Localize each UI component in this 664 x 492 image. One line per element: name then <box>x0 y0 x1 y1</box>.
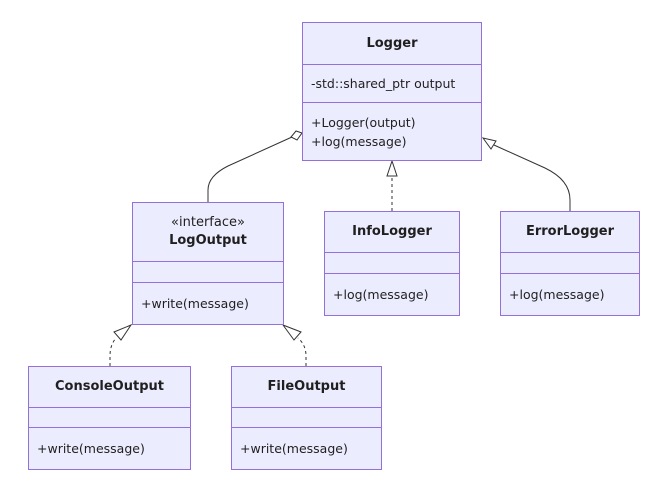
class-box-errorlogger: ErrorLogger +log(message) <box>500 211 640 316</box>
class-name-errorlogger: ErrorLogger <box>525 224 615 239</box>
stereotype-interface: «interface» <box>171 215 245 230</box>
attributes-section-empty <box>133 261 283 282</box>
method-errorlogger-log: +log(message) <box>509 287 605 302</box>
inheritance-arrow-marker-info <box>386 159 398 177</box>
edge-errorlogger-logger <box>493 144 571 211</box>
class-box-logoutput: «interface» LogOutput +write(message) <box>132 202 284 325</box>
method-logoutput-write: +write(message) <box>141 296 249 311</box>
class-name-logoutput: LogOutput <box>169 233 247 248</box>
attributes-section-empty <box>232 407 381 427</box>
attributes-section-empty <box>29 407 190 427</box>
class-box-logger: Logger -std::shared_ptr output +Logger(o… <box>302 22 482 161</box>
attribute-logger-output: -std::shared_ptr output <box>311 76 456 91</box>
class-name-consoleoutput: ConsoleOutput <box>55 379 164 394</box>
edge-logoutput-logger <box>207 136 293 202</box>
class-box-fileoutput: FileOutput +write(message) <box>231 366 382 470</box>
method-logger-log: +log(message) <box>311 133 407 149</box>
method-infologger-log: +log(message) <box>333 287 429 302</box>
aggregation-diamond-marker <box>290 130 303 141</box>
attributes-section-empty <box>501 252 639 273</box>
class-name-logger: Logger <box>366 35 418 51</box>
inheritance-arrow-marker-error <box>481 137 497 150</box>
method-consoleoutput-write: +write(message) <box>37 441 145 456</box>
attributes-section-empty <box>325 252 459 273</box>
class-name-infologger: InfoLogger <box>352 224 432 239</box>
realization-arrow-marker-file <box>281 323 302 341</box>
method-logger-constructor: +Logger(output) <box>311 114 416 130</box>
class-name-fileoutput: FileOutput <box>267 379 346 394</box>
class-box-consoleoutput: ConsoleOutput +write(message) <box>28 366 191 470</box>
edge-fileoutput-logoutput <box>297 337 307 366</box>
class-box-infologger: InfoLogger +log(message) <box>324 211 460 316</box>
method-fileoutput-write: +write(message) <box>240 441 348 456</box>
edge-consoleoutput-logoutput <box>109 337 117 366</box>
realization-arrow-marker-console <box>113 323 133 341</box>
